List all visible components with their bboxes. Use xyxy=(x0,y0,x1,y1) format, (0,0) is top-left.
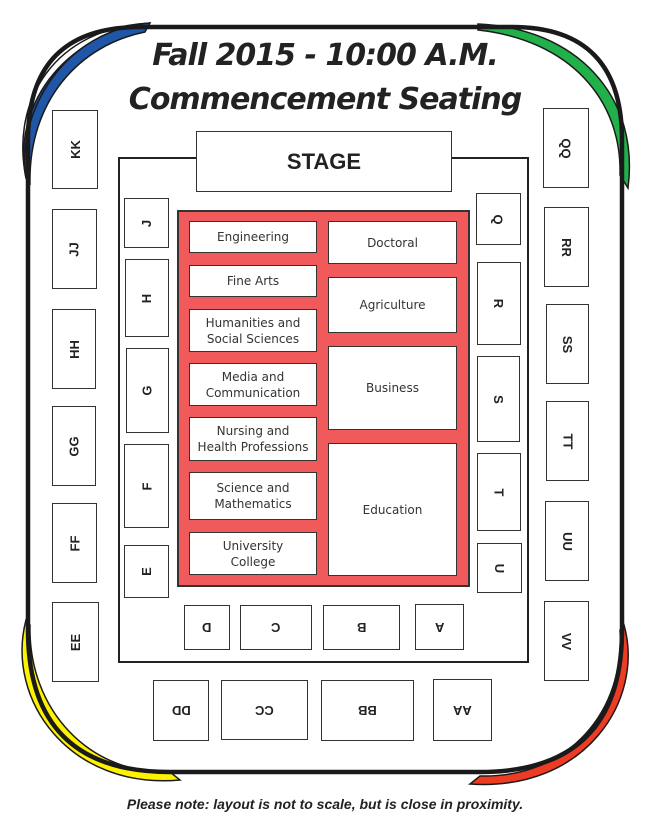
section-q[interactable]: Q xyxy=(476,193,521,245)
college-fine-arts[interactable]: Fine Arts xyxy=(189,265,317,297)
footer-note: Please note: layout is not to scale, but… xyxy=(126,796,524,812)
section-h[interactable]: H xyxy=(125,259,169,337)
section-b[interactable]: B xyxy=(323,605,400,650)
section-kk[interactable]: KK xyxy=(52,110,98,189)
section-f[interactable]: F xyxy=(124,444,169,528)
college-agriculture[interactable]: Agriculture xyxy=(328,277,457,333)
college-doctoral[interactable]: Doctoral xyxy=(328,221,457,264)
section-e[interactable]: E xyxy=(124,545,169,598)
college-education[interactable]: Education xyxy=(328,443,457,576)
section-r[interactable]: R xyxy=(477,262,521,345)
section-d[interactable]: D xyxy=(184,605,230,650)
section-rr[interactable]: RR xyxy=(544,207,589,287)
college-media[interactable]: Media and Communication xyxy=(189,363,317,406)
section-g[interactable]: G xyxy=(126,348,169,433)
title-line-1: Fall 2015 - 10:00 A.M. xyxy=(152,38,499,73)
section-a[interactable]: A xyxy=(415,604,464,650)
section-cc[interactable]: CC xyxy=(221,680,308,740)
section-s[interactable]: S xyxy=(477,356,520,442)
section-ss[interactable]: SS xyxy=(546,304,589,384)
section-j[interactable]: J xyxy=(124,198,169,248)
section-u[interactable]: U xyxy=(477,543,522,593)
section-aa[interactable]: AA xyxy=(433,679,492,741)
section-hh[interactable]: HH xyxy=(52,309,96,389)
section-c[interactable]: C xyxy=(240,605,312,650)
stage-label: STAGE xyxy=(286,148,362,174)
stage: STAGE xyxy=(196,131,452,192)
section-dd[interactable]: DD xyxy=(153,680,209,741)
section-qq[interactable]: QQ xyxy=(543,108,589,188)
section-jj[interactable]: JJ xyxy=(52,209,97,289)
college-university-college[interactable]: University College xyxy=(189,532,317,575)
section-tt[interactable]: TT xyxy=(546,401,589,481)
section-uu[interactable]: UU xyxy=(545,501,589,581)
section-gg[interactable]: GG xyxy=(52,406,96,486)
section-ff[interactable]: FF xyxy=(52,503,97,583)
college-engineering[interactable]: Engineering xyxy=(189,221,317,253)
college-science[interactable]: Science and Mathematics xyxy=(189,472,317,520)
title-line-2: Commencement Seating xyxy=(128,82,522,117)
college-humanities[interactable]: Humanities and Social Sciences xyxy=(189,309,317,352)
yellow-corner-arc xyxy=(21,618,182,782)
section-vv[interactable]: VV xyxy=(544,601,589,681)
section-bb[interactable]: BB xyxy=(321,680,414,741)
section-ee[interactable]: EE xyxy=(52,602,99,682)
college-business[interactable]: Business xyxy=(328,346,457,430)
section-t[interactable]: T xyxy=(477,453,521,531)
college-nursing[interactable]: Nursing and Health Professions xyxy=(189,417,317,461)
outer-frame xyxy=(25,24,625,775)
